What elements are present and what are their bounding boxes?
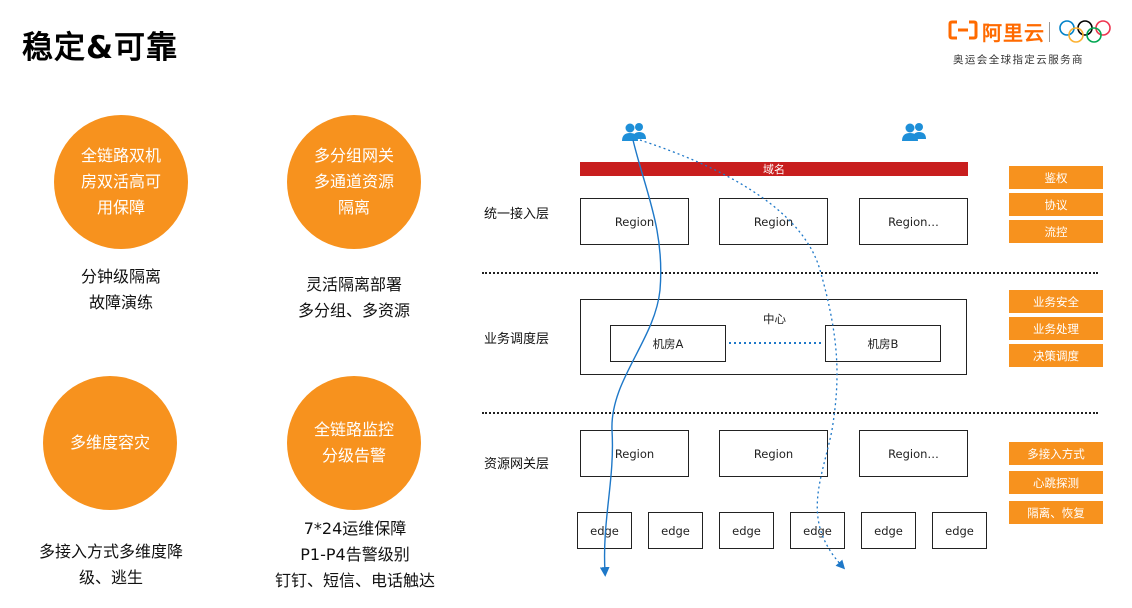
feature-circle-text: 全链路双机 房双活高可 用保障 [80,146,161,217]
tag-isolation-recovery: 隔离、恢复 [1009,501,1103,524]
tag-protocol: 协议 [1009,193,1103,216]
gateway-region-box: Region [580,430,689,477]
olympic-rings-icon [1059,20,1111,43]
edge-box: edge [577,512,632,549]
tag-business-processing: 业务处理 [1009,317,1103,340]
feature-caption: 灵活隔离部署 多分组、多资源 [297,275,410,320]
tag-heartbeat: 心跳探测 [1009,471,1103,494]
edge-box: edge [932,512,987,549]
users-icon [622,123,646,141]
feature-caption: 分钟级隔离 故障演练 [80,267,161,312]
feature-circle-text: 全链路监控 分级告警 [313,420,394,465]
page-title: 稳定&可靠 [22,30,179,66]
edge-box: edge [648,512,703,549]
layer-divider [482,412,1098,414]
feature-circle-gateway-groups: 多分组网关 多通道资源 隔离 [287,115,421,249]
users-icon [902,123,926,141]
tag-multi-access: 多接入方式 [1009,442,1103,465]
access-region-box: Region [580,198,689,245]
domain-bar: 域名 [580,162,968,176]
aliyun-mark-icon [948,20,978,40]
room-b-box: 机房B [825,325,941,362]
tag-auth: 鉴权 [1009,166,1103,189]
edge-box: edge [719,512,774,549]
layer-label-dispatch: 业务调度层 [484,332,550,347]
feature-circle-monitoring: 全链路监控 分级告警 [287,376,421,510]
access-region-box: Region [719,198,828,245]
tag-decision-dispatch: 决策调度 [1009,344,1103,367]
logo-brand-text: 阿里云 [982,21,1045,45]
room-a-box: 机房A [610,325,726,362]
edge-box: edge [861,512,916,549]
feature-circle-disaster-recovery: 多维度容灾 [43,376,177,510]
center-label: 中心 [763,312,786,326]
feature-caption: 多接入方式多维度降 级、逃生 [38,542,183,587]
gateway-region-box: Region… [859,430,968,477]
gateway-region-box: Region [719,430,828,477]
feature-circle-text: 多维度容灾 [69,433,150,452]
feature-caption: 7*24运维保障 P1-P4告警级别 钉钉、短信、电话触达 [274,519,435,590]
edge-box: edge [790,512,845,549]
feature-circle-text: 多分组网关 多通道资源 隔离 [313,146,394,217]
layer-label-access: 统一接入层 [484,207,550,222]
layer-label-gateway: 资源网关层 [484,457,550,472]
feature-circle-dual-room: 全链路双机 房双活高可 用保障 [54,115,188,249]
layer-divider [482,272,1098,274]
logo-divider [1049,22,1050,42]
logo-subtitle: 奥运会全球指定云服务商 [953,54,1084,66]
tag-business-security: 业务安全 [1009,290,1103,313]
access-region-box: Region… [859,198,968,245]
tag-flow-control: 流控 [1009,220,1103,243]
aliyun-logo: 阿里云 奥运会全球指定云服务商 [946,14,1116,70]
